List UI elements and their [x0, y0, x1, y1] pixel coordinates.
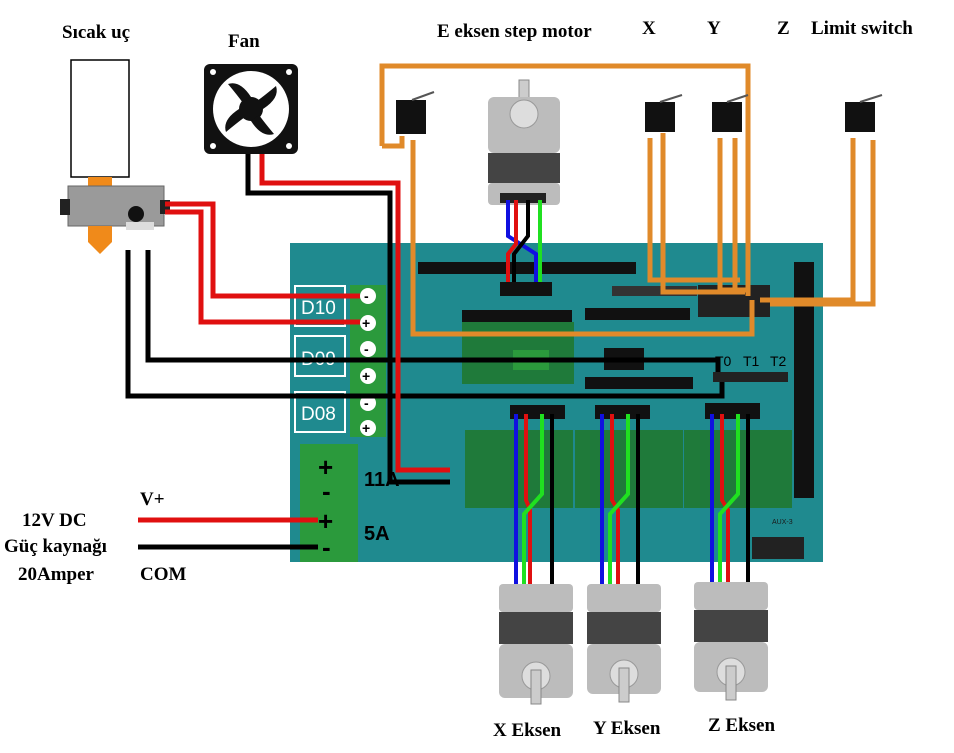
psu-label-name: Güç kaynağı: [4, 536, 107, 557]
e-stepper-motor: [488, 79, 560, 205]
terminal-screws: - + - + - +: [360, 288, 376, 436]
z-axis-label: Z Eksen: [708, 715, 775, 736]
heater-wires: [125, 154, 725, 485]
svg-text:-: -: [364, 395, 369, 411]
fan-icon: [204, 64, 298, 154]
svg-text:-: -: [364, 288, 369, 304]
hotend: [60, 59, 170, 254]
x-stepper-motor: [499, 584, 573, 705]
amp-5-label: 5A: [364, 523, 390, 545]
limit-switch-wires: [379, 63, 876, 337]
aux3-label: AUX-3: [772, 519, 793, 526]
svg-text:-: -: [322, 532, 331, 562]
t1-label: T1: [743, 353, 760, 369]
t2-label: T2: [770, 353, 787, 369]
psu-label-current: 20Amper: [18, 564, 95, 585]
svg-text:-: -: [322, 476, 331, 506]
pin-headers: [418, 262, 814, 559]
y-stepper-wires: [600, 414, 640, 596]
y-switch-label: Y: [707, 18, 721, 39]
limit-switch-e: [396, 91, 435, 134]
y-axis-label: Y Eksen: [593, 718, 661, 739]
svg-text:+: +: [362, 420, 370, 436]
psu-label-voltage: 12V DC: [22, 510, 87, 531]
e-motor-label: E eksen step motor: [437, 21, 592, 42]
d10-label: D10: [301, 298, 336, 319]
y-stepper-motor: [587, 584, 661, 703]
limit-switch-label: Limit switch: [811, 18, 913, 39]
com-label: COM: [140, 564, 187, 585]
z-stepper-motor: [694, 582, 768, 701]
svg-text:+: +: [362, 315, 370, 331]
x-axis-label: X Eksen: [493, 720, 562, 741]
d08-label: D08: [301, 404, 336, 425]
z-switch-label: Z: [777, 18, 790, 39]
svg-text:+: +: [318, 452, 333, 482]
x-stepper-wires: [514, 414, 554, 596]
e-stepper-wires: [500, 200, 552, 296]
x-switch-label: X: [642, 18, 656, 39]
limit-switch-y: [712, 94, 749, 132]
v-plus-label: V+: [140, 489, 165, 510]
z-stepper-wires: [710, 414, 750, 592]
limit-switch-x: [645, 94, 683, 132]
fan-label: Fan: [228, 31, 260, 52]
svg-text:-: -: [364, 341, 369, 357]
svg-text:+: +: [362, 368, 370, 384]
limit-switch-z: [845, 94, 883, 132]
svg-text:+: +: [318, 506, 333, 536]
hotend-label: Sıcak uç: [62, 22, 130, 43]
psu-wires: [138, 517, 318, 550]
